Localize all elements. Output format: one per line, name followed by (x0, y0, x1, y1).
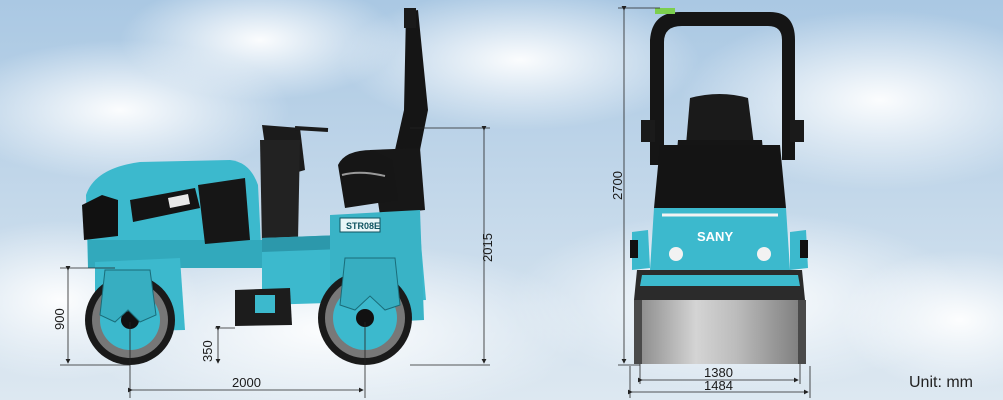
unit-label: Unit: mm (909, 374, 973, 391)
side-view-roller: STR08E (82, 8, 428, 365)
side-view-dimensions: 2015 900 350 2000 (52, 126, 495, 398)
dim-drum-width: 1380 (704, 365, 733, 380)
model-plate: STR08E (346, 221, 380, 231)
dim-drum-height: 900 (52, 308, 67, 330)
dim-wheelbase: 2000 (232, 375, 261, 390)
dim-overall-height-front: 2700 (610, 171, 625, 200)
front-brand-label: SANY (697, 229, 733, 244)
front-view-roller: SANY (630, 8, 808, 364)
dim-overall-height-side: 2015 (480, 233, 495, 262)
dim-ground-clearance: 350 (200, 340, 215, 362)
dim-overall-width: 1484 (704, 378, 733, 393)
front-view-dimensions: 2700 1380 1484 (610, 6, 811, 398)
